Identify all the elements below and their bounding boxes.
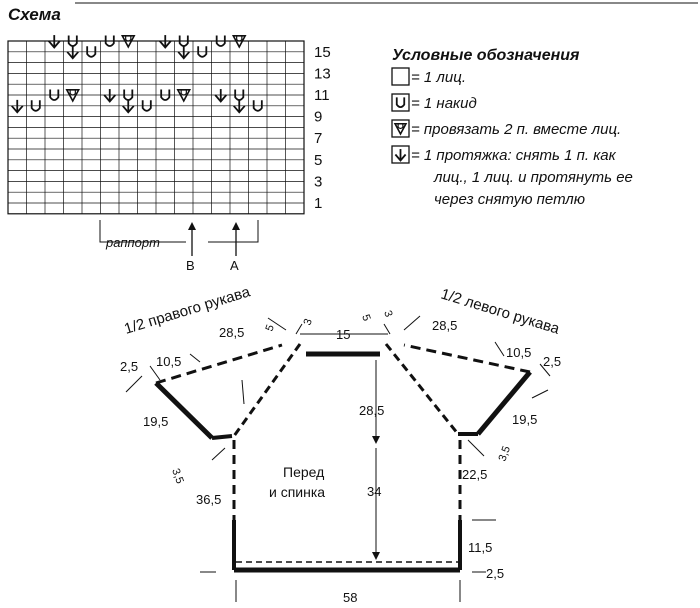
dim-right-cuff-a: 2,5 — [120, 359, 138, 374]
chart-symbol-k2tog — [231, 35, 247, 49]
legend-box — [391, 67, 410, 86]
legend-item-yo: = 1 накид — [391, 93, 477, 112]
dim-left-underarm: 3,5 — [497, 445, 514, 463]
chart-symbol-k2tog — [120, 35, 136, 49]
dim-hem-band: 2,5 — [486, 566, 504, 581]
chart-symbol-yo — [197, 46, 208, 58]
legend-text: = 1 накид — [411, 95, 477, 112]
row-number: 7 — [314, 130, 322, 147]
legend-item-slip: = 1 протяжка: снять 1 п. как лиц., 1 лиц.… — [391, 145, 633, 208]
dim-neck-tick-right-a: 5 — [359, 313, 372, 323]
chart-symbol-slip — [103, 89, 116, 103]
dim-body-length: 34 — [367, 484, 381, 499]
raglan-pattern — [125, 315, 551, 602]
dim-raglan-depth: 28,5 — [359, 403, 384, 418]
dim-right-underarm: 3,5 — [169, 467, 186, 485]
row-number: 13 — [314, 65, 331, 82]
dim-neck-tick-right-b: 3 — [381, 309, 394, 319]
legend-item-empty: = 1 лиц. — [391, 67, 466, 86]
row-number: 15 — [314, 44, 331, 61]
dim-neck: 15 — [336, 327, 350, 342]
marker-a: A — [230, 222, 240, 273]
chart-symbol-slip — [177, 45, 190, 60]
marker-b-label: B — [186, 258, 195, 273]
legend-text: = 1 лиц. — [411, 69, 466, 86]
dim-right-cuff-b: 10,5 — [156, 354, 181, 369]
chart-symbol-yo — [160, 89, 171, 101]
legend-title: Условные обозначения — [392, 47, 580, 64]
marker-b: B — [186, 222, 196, 273]
legend-text: = провязать 2 п. вместе лиц. — [411, 121, 621, 138]
dim-hem-height: 11,5 — [468, 540, 492, 555]
chart-symbol-yo — [141, 100, 152, 112]
dim-left-sleeve-length: 19,5 — [512, 412, 537, 427]
legend-symbol-k2tog-icon — [393, 122, 408, 136]
dim-neck-tick-left-b: 3 — [302, 317, 315, 327]
chart-symbol-slip — [122, 99, 135, 114]
stitch-chart — [7, 35, 305, 215]
chart-symbol-k2tog — [65, 89, 81, 103]
dim-right-raglan: 28,5 — [219, 325, 244, 340]
row-numbers: 15 13 11 9 7 5 3 1 — [314, 44, 331, 212]
legend-item-k2tog: = провязать 2 п. вместе лиц. — [391, 119, 621, 138]
legend-text: через снятую петлю — [434, 191, 585, 208]
body-label-line1: Перед — [283, 464, 324, 480]
legend-symbol-yo-icon — [395, 97, 406, 108]
dim-left-cuff-a: 2,5 — [543, 354, 561, 369]
dim-left-cuff-b: 10,5 — [506, 345, 531, 360]
row-number: 5 — [314, 152, 322, 169]
marker-a-label: A — [230, 258, 239, 273]
dim-width: 58 — [343, 590, 357, 605]
dim-neck-tick-left-a: 5 — [264, 323, 277, 333]
row-number: 1 — [314, 195, 322, 212]
chart-symbol-slip — [11, 99, 24, 114]
chart-symbol-slip — [214, 89, 227, 103]
dim-body-side-right: 22,5 — [462, 467, 487, 482]
chart-symbol-yo — [49, 89, 60, 101]
chart-symbol-yo — [86, 46, 97, 58]
repeat-label: раппорт — [105, 235, 160, 250]
dim-right-sleeve-length: 19,5 — [143, 414, 168, 429]
chart-symbol-slip — [233, 99, 246, 114]
legend-text: = 1 протяжка: снять 1 п. как — [411, 147, 617, 164]
legend-symbol-slip-icon — [394, 149, 407, 162]
dim-left-raglan: 28,5 — [432, 318, 457, 333]
row-number: 11 — [314, 87, 330, 104]
legend-text: лиц., 1 лиц. и протянуть ее — [433, 169, 633, 186]
body-label-line2: и спинка — [269, 484, 325, 500]
chart-symbol-slip — [48, 35, 61, 49]
repeat-bracket: раппорт — [99, 220, 259, 250]
chart-symbol-slip — [66, 45, 79, 60]
dim-body-side-left: 36,5 — [196, 492, 221, 507]
chart-symbol-slip — [159, 35, 172, 49]
scheme-title: Схема — [8, 5, 61, 24]
chart-symbol-k2tog — [176, 89, 192, 103]
row-number: 3 — [314, 173, 322, 190]
chart-symbol-yo — [30, 100, 41, 112]
row-number: 9 — [314, 109, 322, 126]
legend-box — [391, 93, 410, 112]
chart-symbol-yo — [252, 100, 263, 112]
chart-symbol-yo — [104, 35, 115, 47]
legend: = 1 лиц. = 1 накид = провязать 2 п. вместе… — [391, 67, 633, 208]
chart-symbol-yo — [215, 35, 226, 47]
